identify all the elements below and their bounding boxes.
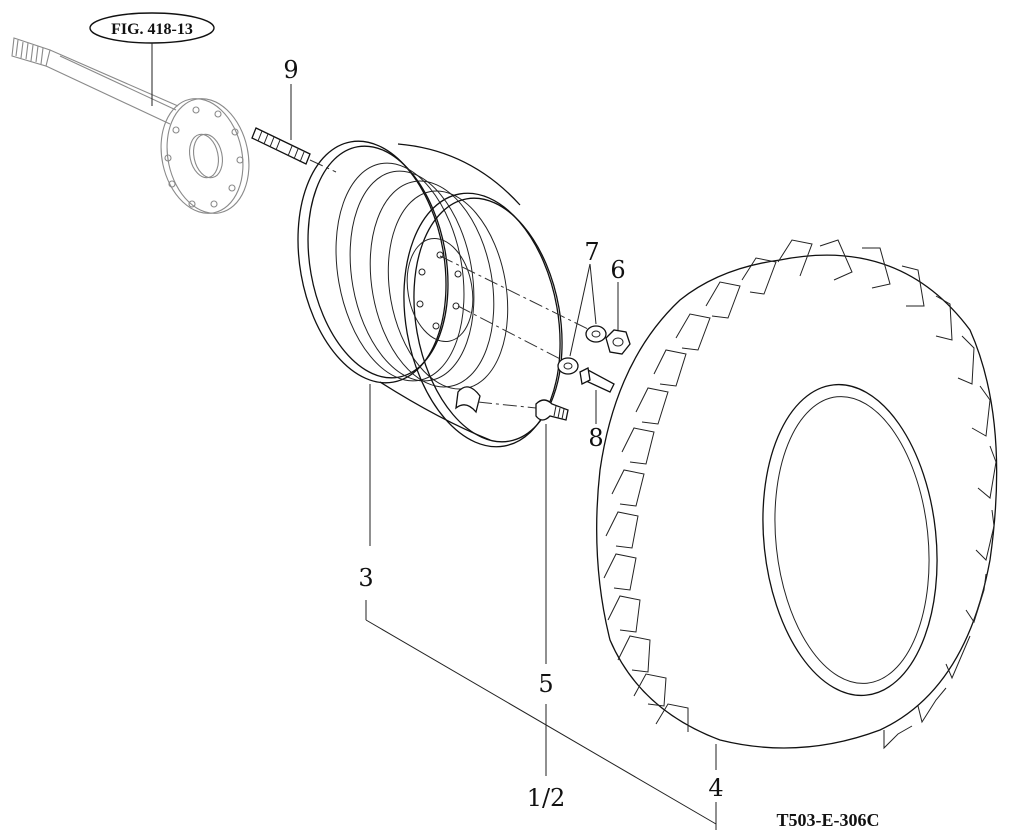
callout-5: 5 (538, 670, 553, 698)
wheel-stud (251, 84, 337, 173)
tire (596, 239, 998, 770)
figure-reference-badge: FIG. 418-13 (89, 12, 215, 106)
callout-9: 9 (283, 56, 298, 84)
callout-3: 3 (358, 564, 373, 592)
callout-7: 7 (584, 238, 599, 266)
valve-stem (535, 399, 569, 776)
assembly-bracket (365, 600, 717, 830)
lock-washer (557, 263, 607, 375)
hub-flange (160, 98, 250, 214)
wheel-rim (297, 140, 563, 546)
hex-nut (605, 282, 631, 355)
hex-bolt (579, 367, 615, 424)
callout-1-2: 1/2 (527, 784, 566, 812)
drawing-code: T503-E-306C (777, 810, 880, 830)
figure-reference-text: FIG. 418-13 (111, 21, 193, 38)
callout-6: 6 (610, 256, 625, 284)
callout-8: 8 (588, 424, 603, 452)
axle-shaft (11, 37, 179, 125)
callout-4: 4 (708, 774, 723, 802)
